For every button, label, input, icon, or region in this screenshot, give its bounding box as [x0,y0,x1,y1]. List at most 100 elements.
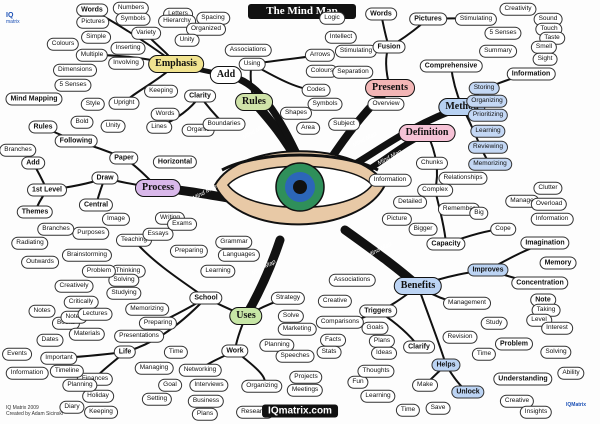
node-setting[interactable]: Setting [141,392,173,406]
node-associations[interactable]: Associations [224,43,272,57]
node-information[interactable]: Information [368,173,412,187]
main-branch-presents[interactable]: Presents [365,79,415,97]
main-branch-rules[interactable]: Rules [235,93,273,111]
node-marketing[interactable]: Marketing [277,322,317,336]
node-cope[interactable]: Cope [490,222,516,236]
node-picture[interactable]: Picture [381,212,413,226]
node-timeline[interactable]: Timeline [49,364,85,378]
node-creative[interactable]: Creative [499,394,535,408]
node-unity[interactable]: Unity [100,119,126,133]
node-stimulating[interactable]: Stimulating [454,12,498,26]
node-projects[interactable]: Projects [289,370,323,384]
main-branch-definition[interactable]: Definition [398,124,456,142]
node-time[interactable]: Time [395,403,421,417]
node-notes[interactable]: Notes [28,304,56,318]
node-multiple[interactable]: Multiple [75,48,109,62]
node-inserting[interactable]: Inserting [110,41,146,55]
node-storing[interactable]: Storing [468,81,500,95]
node-symbols[interactable]: Symbols [307,97,343,111]
node-comparisons[interactable]: Comparisons [315,315,365,329]
node-paper[interactable]: Paper [109,151,139,165]
main-branch-process[interactable]: Process [134,179,182,197]
node-colours[interactable]: Colours [46,37,80,51]
node-presentations[interactable]: Presentations [114,329,164,343]
node-pictures[interactable]: Pictures [409,12,447,26]
node-interest[interactable]: Interest [541,321,573,335]
node-save[interactable]: Save [425,401,451,415]
node-overload[interactable]: Overload [530,197,568,211]
node-unity[interactable]: Unity [174,33,200,47]
node-draw[interactable]: Draw [91,171,119,185]
node-speeches[interactable]: Speeches [275,349,315,363]
node-clarify[interactable]: Clarify [403,340,435,354]
node-stimulating[interactable]: Stimulating [334,44,378,58]
node-arrows[interactable]: Arrows [304,48,336,62]
node-branches[interactable]: Branches [37,222,75,236]
node-learning[interactable]: Learning [360,389,396,403]
node-facts[interactable]: Facts [320,333,346,347]
node-understanding[interactable]: Understanding [493,372,553,386]
node-insights[interactable]: Insights [519,405,553,419]
node-dimensions[interactable]: Dimensions [53,63,97,77]
node-add[interactable]: Add [21,156,45,170]
node-stats[interactable]: Stats [316,345,342,359]
node-school[interactable]: School [189,291,223,305]
main-branch-uses[interactable]: Uses [229,307,263,325]
node-lines[interactable]: Lines [146,120,172,134]
node-organized[interactable]: Organized [186,22,226,36]
node-keeping[interactable]: Keeping [144,84,178,98]
node-branches[interactable]: Branches [0,143,37,157]
node-codes[interactable]: Codes [301,83,331,97]
node-subject[interactable]: Subject [328,117,360,131]
node-helps[interactable]: Helps [431,358,461,372]
node-5-senses[interactable]: 5 Senses [484,26,522,40]
node-exams[interactable]: Exams [167,217,197,231]
node-simple[interactable]: Simple [81,30,111,44]
node-associations[interactable]: Associations [328,273,376,287]
node-improves[interactable]: Improves [467,263,509,277]
node-ability[interactable]: Ability [557,366,585,380]
node-pictures[interactable]: Pictures [76,15,110,29]
node-words[interactable]: Words [150,107,180,121]
node-1st-level[interactable]: 1st Level [27,183,67,197]
node-hierarchy[interactable]: Hierarchy [158,14,196,28]
node-shapes[interactable]: Shapes [279,106,313,120]
node-revision[interactable]: Revision [442,330,478,344]
node-smell[interactable]: Smell [530,40,558,54]
node-central[interactable]: Central [78,198,114,212]
node-meetings[interactable]: Meetings [286,383,324,397]
node-important[interactable]: Important [40,351,78,365]
node-planning[interactable]: Planning [62,378,98,392]
node-networking[interactable]: Networking [178,363,222,377]
node-boundaries[interactable]: Boundaries [202,117,246,131]
node-events[interactable]: Events [2,347,32,361]
node-bigger[interactable]: Bigger [408,222,438,236]
node-ideas[interactable]: Ideas [371,346,397,360]
node-solving[interactable]: Solving [540,345,572,359]
node-area[interactable]: Area [296,121,320,135]
node-life[interactable]: Life [113,345,137,359]
node-creativity[interactable]: Creativity [499,2,537,16]
site-url[interactable]: IQmatrix.com [262,404,338,418]
node-variety[interactable]: Variety [131,26,161,40]
node-overview[interactable]: Overview [367,97,405,111]
node-radiating[interactable]: Radiating [11,236,49,250]
node-organizing[interactable]: Organizing [241,379,283,393]
node-critically[interactable]: Critically [63,295,99,309]
node-following[interactable]: Following [54,134,98,148]
node-plans[interactable]: Plans [368,334,396,348]
node-memorizing[interactable]: Memorizing [125,302,169,316]
node-business[interactable]: Business [187,394,225,408]
node-concentration[interactable]: Concentration [511,276,569,290]
node-imagination[interactable]: Imagination [520,236,570,250]
node-reviewing[interactable]: Reviewing [468,140,508,154]
node-horizontal[interactable]: Horizontal [152,155,198,169]
node-preparing[interactable]: Preparing [169,244,209,258]
node-organizing[interactable]: Organizing [466,94,508,108]
node-logic[interactable]: Logic [319,11,345,25]
node-creatively[interactable]: Creatively [54,279,94,293]
node-5-senses[interactable]: 5 Senses [54,78,92,92]
node-relationships[interactable]: Relationships [438,171,488,185]
node-goals[interactable]: Goals [361,321,389,335]
node-interviews[interactable]: Interviews [189,378,229,392]
